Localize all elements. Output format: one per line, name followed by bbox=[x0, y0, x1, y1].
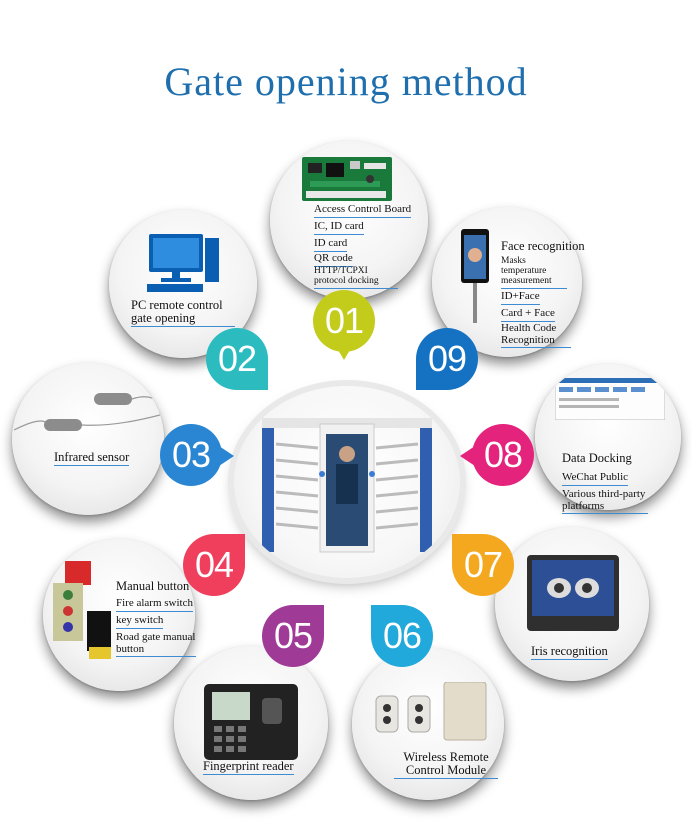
board-heading: Access Control Board bbox=[314, 203, 412, 218]
marker-07-number: 07 bbox=[463, 544, 503, 585]
method-circle-01 bbox=[270, 141, 428, 299]
marker-04: 04 bbox=[183, 534, 245, 596]
pc-heading: PC remote control gate opening bbox=[131, 298, 235, 328]
data-item-1: WeChat Public bbox=[562, 471, 629, 486]
marker-07: 07 bbox=[452, 534, 514, 596]
method-circle-04 bbox=[43, 539, 195, 691]
marker-03-number: 03 bbox=[171, 434, 211, 475]
infrared-sensor-image bbox=[14, 393, 160, 431]
access-control-board-image bbox=[302, 157, 392, 201]
marker-04-number: 04 bbox=[194, 544, 234, 585]
marker-03: 03 bbox=[160, 424, 234, 486]
method-circle-02 bbox=[109, 210, 257, 358]
data-item-2: Various third-party platforms bbox=[562, 488, 648, 515]
face-item-2: ID+Face bbox=[501, 290, 540, 305]
face-item-1: Masks temperature measurement bbox=[501, 256, 567, 289]
marker-08-number: 08 bbox=[483, 434, 523, 475]
manual-item-2: key switch bbox=[116, 614, 164, 629]
face-terminal-image bbox=[461, 229, 489, 323]
wireless-heading: Wireless Remote Control Module bbox=[394, 750, 498, 780]
marker-09-number: 09 bbox=[427, 338, 467, 379]
fingerprint-reader-image bbox=[204, 684, 298, 760]
board-item-1: IC, ID card bbox=[314, 220, 364, 235]
face-item-3: Card + Face bbox=[501, 307, 555, 322]
board-item-2: ID card bbox=[314, 237, 348, 252]
data-screen-image bbox=[555, 378, 665, 420]
method-circle-05 bbox=[174, 646, 328, 800]
manual-heading: Manual button bbox=[116, 579, 190, 593]
fingerprint-heading: Fingerprint reader bbox=[203, 759, 294, 776]
manual-button-image bbox=[53, 561, 111, 659]
marker-01-number: 01 bbox=[324, 300, 364, 341]
iris-device-image bbox=[527, 555, 619, 631]
marker-08: 08 bbox=[460, 424, 534, 486]
manual-item-1: Fire alarm switch bbox=[116, 597, 193, 612]
marker-09: 09 bbox=[416, 328, 478, 390]
board-item-4: HTTP/TCPXI protocol docking bbox=[314, 266, 398, 289]
computer-icon bbox=[147, 234, 219, 292]
face-item-4: Health Code Recognition bbox=[501, 322, 571, 349]
center-circle bbox=[234, 386, 460, 578]
method-circle-09 bbox=[432, 207, 582, 357]
board-item-3: QR code bbox=[314, 252, 353, 267]
marker-05: 05 bbox=[262, 605, 324, 667]
marker-05-number: 05 bbox=[273, 615, 313, 656]
marker-02-number: 02 bbox=[217, 338, 257, 379]
manual-item-3: Road gate manual button bbox=[116, 631, 196, 658]
marker-06-number: 06 bbox=[382, 615, 422, 656]
face-heading: Face recognition bbox=[501, 239, 585, 253]
method-circle-07 bbox=[495, 527, 649, 681]
marker-06: 06 bbox=[371, 605, 433, 667]
marker-02: 02 bbox=[206, 328, 268, 390]
method-circle-06 bbox=[352, 648, 504, 800]
method-circle-03 bbox=[12, 363, 164, 515]
marker-01: 01 bbox=[313, 290, 375, 360]
wireless-remote-image bbox=[375, 682, 487, 741]
page-title: Gate opening method bbox=[164, 59, 528, 104]
iris-heading: Iris recognition bbox=[531, 644, 608, 661]
turnstile-gate-image bbox=[262, 418, 432, 553]
infrared-heading: Infrared sensor bbox=[54, 450, 130, 467]
method-circle-08 bbox=[535, 364, 681, 510]
data-heading: Data Docking bbox=[562, 451, 632, 465]
